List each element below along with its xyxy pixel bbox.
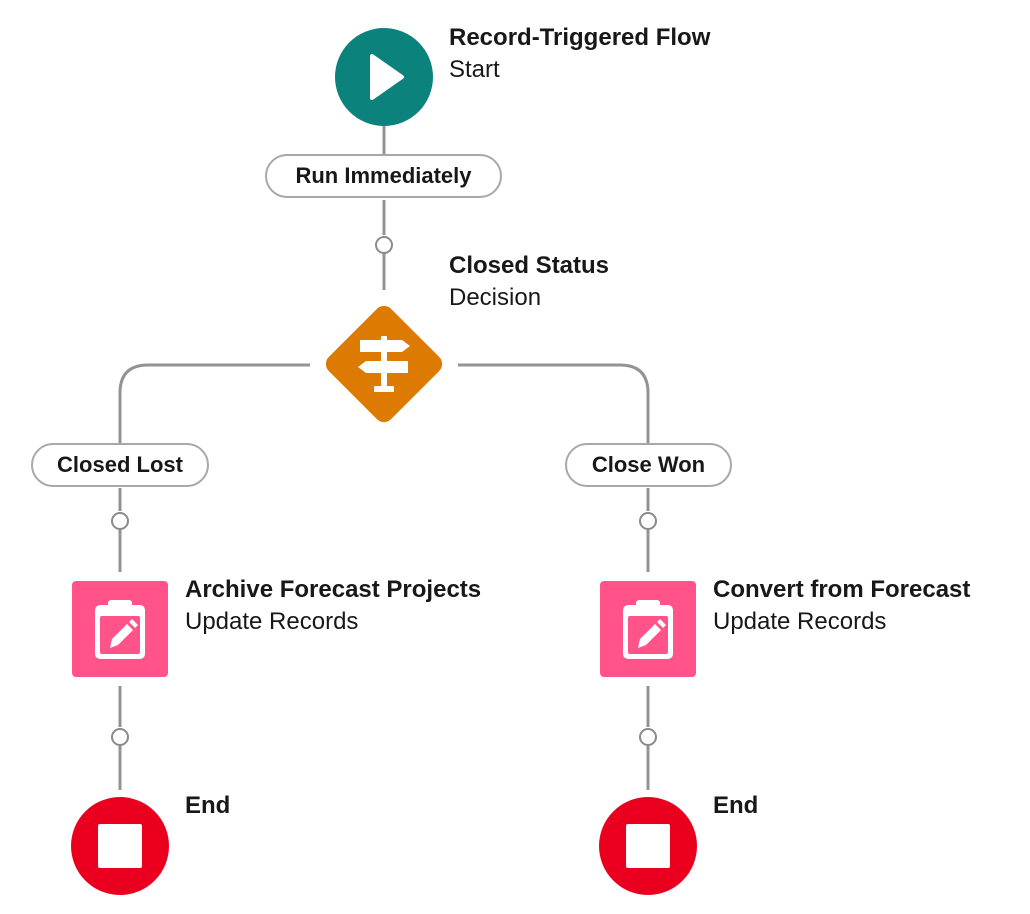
action-subtitle: Update Records — [713, 608, 887, 635]
decision-node[interactable] — [318, 298, 450, 430]
start-label: Record-Triggered Flow Start — [449, 22, 710, 86]
start-node[interactable] — [335, 28, 433, 126]
add-element-button[interactable] — [639, 728, 657, 746]
update-records-node[interactable] — [72, 581, 168, 677]
connector-decision-to-right-branch — [458, 363, 650, 444]
action-subtitle: Update Records — [185, 608, 359, 635]
end-label: End — [185, 790, 230, 822]
clipboard-edit-icon — [72, 581, 168, 677]
clipboard-edit-icon — [600, 581, 696, 677]
play-icon — [335, 28, 433, 126]
branch-closed-lost[interactable]: Closed Lost — [31, 443, 209, 487]
run-immediately-path[interactable]: Run Immediately — [265, 154, 502, 198]
decision-label: Closed Status Decision — [449, 250, 609, 314]
add-element-button[interactable] — [111, 728, 129, 746]
start-title: Record-Triggered Flow — [449, 24, 711, 51]
end-node[interactable] — [599, 797, 697, 895]
end-title: End — [713, 792, 759, 819]
end-node[interactable] — [71, 797, 169, 895]
action-label: Convert from Forecast Update Records — [713, 574, 970, 638]
stop-icon — [71, 797, 169, 895]
start-subtitle: Start — [449, 56, 500, 83]
action-label: Archive Forecast Projects Update Records — [185, 574, 481, 638]
decision-title: Closed Status — [449, 252, 610, 279]
decision-subtitle: Decision — [449, 284, 542, 311]
add-element-button[interactable] — [639, 512, 657, 530]
update-records-node[interactable] — [600, 581, 696, 677]
action-title: Archive Forecast Projects — [185, 576, 482, 603]
action-title: Convert from Forecast — [713, 576, 971, 603]
branch-close-won[interactable]: Close Won — [565, 443, 732, 487]
stop-icon — [599, 797, 697, 895]
add-element-button[interactable] — [375, 236, 393, 254]
end-title: End — [185, 792, 231, 819]
end-label: End — [713, 790, 758, 822]
connector-decision-to-left-branch — [118, 363, 310, 444]
signpost-icon — [325, 305, 443, 423]
add-element-button[interactable] — [111, 512, 129, 530]
